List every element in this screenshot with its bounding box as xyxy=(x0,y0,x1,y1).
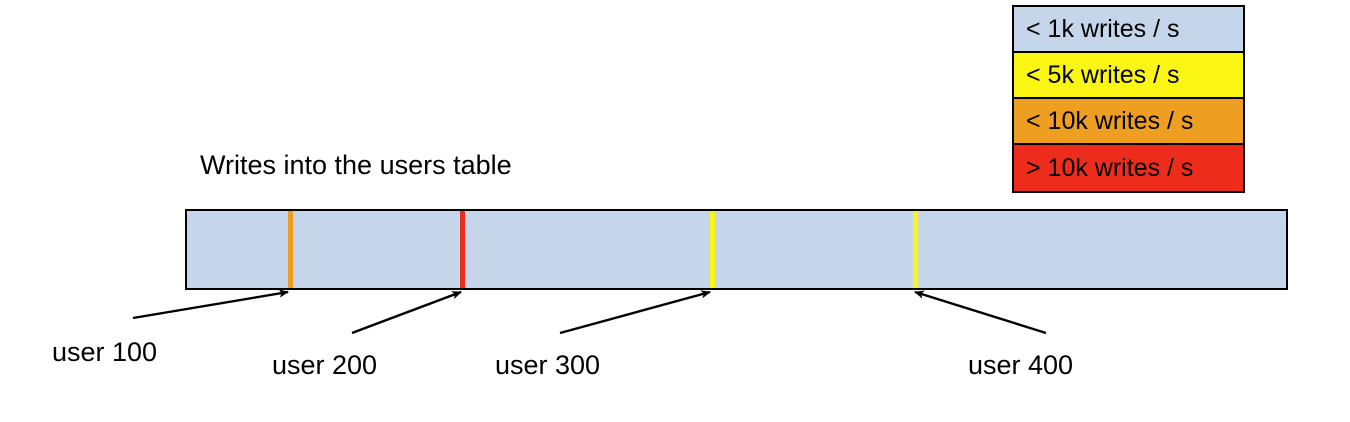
arrow-user-400 xyxy=(914,290,1047,335)
users-table-bar xyxy=(185,209,1288,290)
partition-line-user-400 xyxy=(913,211,918,288)
legend-row-lt-10k: < 10k writes / s xyxy=(1014,99,1243,145)
arrow-user-100 xyxy=(132,289,289,320)
arrow-user-300 xyxy=(559,290,711,335)
legend-label-lt-5k: < 5k writes / s xyxy=(1026,60,1180,89)
legend: < 1k writes / s < 5k writes / s < 10k wr… xyxy=(1012,5,1245,193)
legend-label-gt-10k: > 10k writes / s xyxy=(1026,153,1194,182)
partition-line-user-300 xyxy=(710,211,715,288)
legend-row-lt-5k: < 5k writes / s xyxy=(1014,53,1243,99)
legend-label-lt-1k: < 1k writes / s xyxy=(1026,14,1180,43)
label-user-100: user 100 xyxy=(52,337,158,367)
chart-title: Writes into the users table xyxy=(200,150,512,180)
partition-line-user-100 xyxy=(288,211,293,288)
arrow-user-200 xyxy=(351,290,462,335)
legend-row-lt-1k: < 1k writes / s xyxy=(1014,7,1243,53)
label-user-400: user 400 xyxy=(968,350,1074,380)
label-user-200: user 200 xyxy=(272,350,378,380)
legend-label-lt-10k: < 10k writes / s xyxy=(1026,106,1194,135)
legend-row-gt-10k: > 10k writes / s xyxy=(1014,145,1243,191)
partition-line-user-200 xyxy=(460,211,465,288)
label-user-300: user 300 xyxy=(495,350,601,380)
